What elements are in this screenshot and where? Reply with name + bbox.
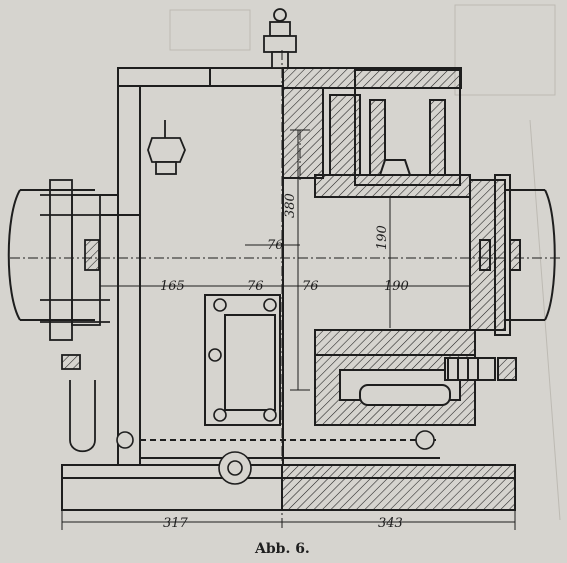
dim-vertical-height: 380 bbox=[283, 193, 298, 218]
dim-gap-c: 76 bbox=[267, 238, 284, 253]
dimension-lines bbox=[61, 129, 516, 530]
dim-left-span: 165 bbox=[160, 279, 185, 294]
base-plate bbox=[61, 464, 516, 511]
dim-total-left: 317 bbox=[163, 516, 189, 531]
dim-total-right: 343 bbox=[378, 516, 403, 531]
oiler bbox=[263, 8, 297, 69]
right-housing bbox=[282, 67, 521, 426]
coupling bbox=[40, 179, 110, 453]
top-nut bbox=[147, 120, 186, 175]
figure-caption: Abb. 6. bbox=[254, 541, 310, 557]
center-lines bbox=[10, 50, 560, 530]
shaft bbox=[7, 189, 556, 321]
flange-bolts bbox=[116, 298, 435, 485]
dim-gap-b: 76 bbox=[302, 279, 319, 294]
dim-right-span: 190 bbox=[384, 279, 409, 294]
dim-vertical-radius: 190 bbox=[375, 225, 390, 250]
dim-gap-a: 76 bbox=[247, 279, 264, 294]
